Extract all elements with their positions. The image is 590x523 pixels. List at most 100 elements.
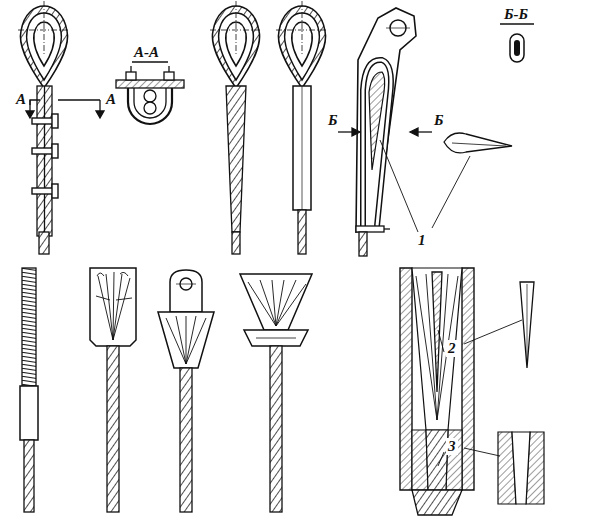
wedge-socket-termination <box>338 8 512 256</box>
eye-socket-termination-part <box>170 270 202 312</box>
clip-eye-termination-part-part <box>52 184 58 198</box>
section-a-a-part <box>164 72 174 80</box>
wedge-socket-termination-part <box>386 28 410 29</box>
section-marker: А <box>14 91 28 108</box>
wedge-sleeve-socket-section-part-part <box>438 330 444 352</box>
clip-eye-termination-part-part <box>96 111 104 118</box>
cylindrical-socket-termination-part-part <box>96 272 132 340</box>
wedge-sleeve-socket-section-part <box>412 268 462 430</box>
section-a-a-part <box>116 80 184 88</box>
flanged-socket-termination-part-part <box>248 280 306 326</box>
section-a-a-part <box>126 72 136 80</box>
clip-eye-termination-part <box>32 114 58 198</box>
eye-socket-termination <box>158 270 214 512</box>
wedge-socket-termination-part <box>359 232 367 256</box>
wedge-socket-termination-part-part <box>352 128 360 136</box>
wedge-sleeve-socket-section-part-part <box>464 320 522 344</box>
clip-eye-termination <box>18 1 104 254</box>
flanged-socket-termination-part <box>270 346 282 512</box>
wedge-sleeve-socket-section <box>400 268 544 515</box>
clip-eye-termination-part <box>18 1 70 88</box>
clip-eye-termination-part-part <box>30 100 40 105</box>
threaded-stud-termination-part <box>24 440 34 512</box>
sleeve-eye-termination-part <box>302 86 303 210</box>
flanged-socket-termination-part <box>240 274 312 330</box>
section-a-a-part <box>168 66 169 72</box>
wedge-sleeve-socket-section-part <box>412 490 462 515</box>
clip-eye-termination-part <box>37 86 52 236</box>
section-title: А-А <box>132 44 161 61</box>
clip-eye-termination-part <box>39 232 49 254</box>
cylindrical-socket-termination-part <box>90 268 136 346</box>
sleeve-eye-termination-part <box>293 86 311 210</box>
wedge-sleeve-socket-section-part <box>462 268 474 490</box>
flanged-socket-termination <box>240 274 312 512</box>
clip-eye-termination-part <box>44 86 45 236</box>
clip-eye-termination-part-part <box>52 144 58 158</box>
spliced-eye-termination-part <box>232 232 240 254</box>
cylindrical-socket-termination-part <box>107 346 119 512</box>
wedge-socket-termination-part <box>369 72 385 170</box>
clip-eye-termination-part-part <box>58 99 100 100</box>
wedge-socket-termination-part-part <box>380 140 418 232</box>
sleeve-eye-termination-part <box>298 210 306 254</box>
flanged-socket-termination-part <box>244 330 308 346</box>
flanged-socket-termination-part <box>248 280 306 326</box>
wedge-sleeve-socket-section-part <box>438 320 522 466</box>
wedge-socket-termination-part <box>356 226 384 232</box>
section-a-a-part <box>130 66 131 72</box>
section-b-b <box>500 24 534 62</box>
wedge-socket-termination-part <box>384 228 390 229</box>
eye-socket-termination-part-part <box>166 316 206 364</box>
threaded-stud-termination-part <box>22 268 36 386</box>
spliced-eye-termination <box>210 1 262 254</box>
section-a-a <box>116 62 184 124</box>
section-title: Б-Б <box>502 6 530 23</box>
wedge-socket-termination-part <box>356 8 416 232</box>
callout-number: 1 <box>416 232 428 249</box>
eye-socket-termination-part <box>166 316 206 364</box>
callout-number: 3 <box>446 438 458 455</box>
section-a-a-part <box>132 61 168 63</box>
section-b-b-part <box>500 23 534 25</box>
wedge-sleeve-socket-section-part <box>400 268 412 490</box>
wedge-sleeve-socket-section-part <box>527 284 528 360</box>
callout-number: 2 <box>446 340 458 357</box>
spliced-eye-termination-part <box>226 86 246 232</box>
wedge-sleeve-socket-section-part <box>432 272 442 392</box>
wedge-socket-termination-part-part <box>418 131 432 132</box>
wedge-socket-termination-part <box>363 60 391 232</box>
wedge-sleeve-socket-section-part <box>412 430 428 490</box>
wedge-socket-termination-part <box>338 128 432 136</box>
wedge-sleeve-socket-section-part-part <box>438 452 444 466</box>
clip-eye-termination-part <box>26 100 104 118</box>
eye-socket-termination-part <box>176 284 196 285</box>
cylindrical-socket-termination-part <box>96 272 132 340</box>
section-b-b-part <box>510 34 524 62</box>
section-marker: Б <box>326 112 340 129</box>
wedge-socket-termination-part-part <box>432 156 470 228</box>
eye-socket-termination-part <box>180 368 192 512</box>
section-marker: А <box>104 91 118 108</box>
section-a-a-part <box>128 88 172 124</box>
wedge-sleeve-socket-section-part-part <box>464 448 500 456</box>
threaded-stud-termination <box>20 268 38 512</box>
eye-socket-termination-part <box>158 312 214 368</box>
clip-eye-termination-part-part <box>26 111 34 118</box>
threaded-stud-termination-part <box>20 386 38 440</box>
wedge-socket-termination-part <box>363 60 391 232</box>
section-a-a-part <box>144 102 156 114</box>
sleeve-eye-termination-part <box>276 1 328 88</box>
wedge-socket-termination-part <box>452 143 506 146</box>
wedge-socket-termination-part-part <box>410 128 418 136</box>
section-b-b-part <box>514 40 520 56</box>
wedge-sleeve-socket-section-part <box>446 430 462 490</box>
wedge-socket-termination-part-part <box>338 131 352 132</box>
cylindrical-socket-termination-part-part <box>97 272 128 276</box>
sleeve-eye-termination <box>276 1 328 254</box>
flanged-socket-termination-part <box>256 338 296 339</box>
section-marker: Б <box>432 112 446 129</box>
